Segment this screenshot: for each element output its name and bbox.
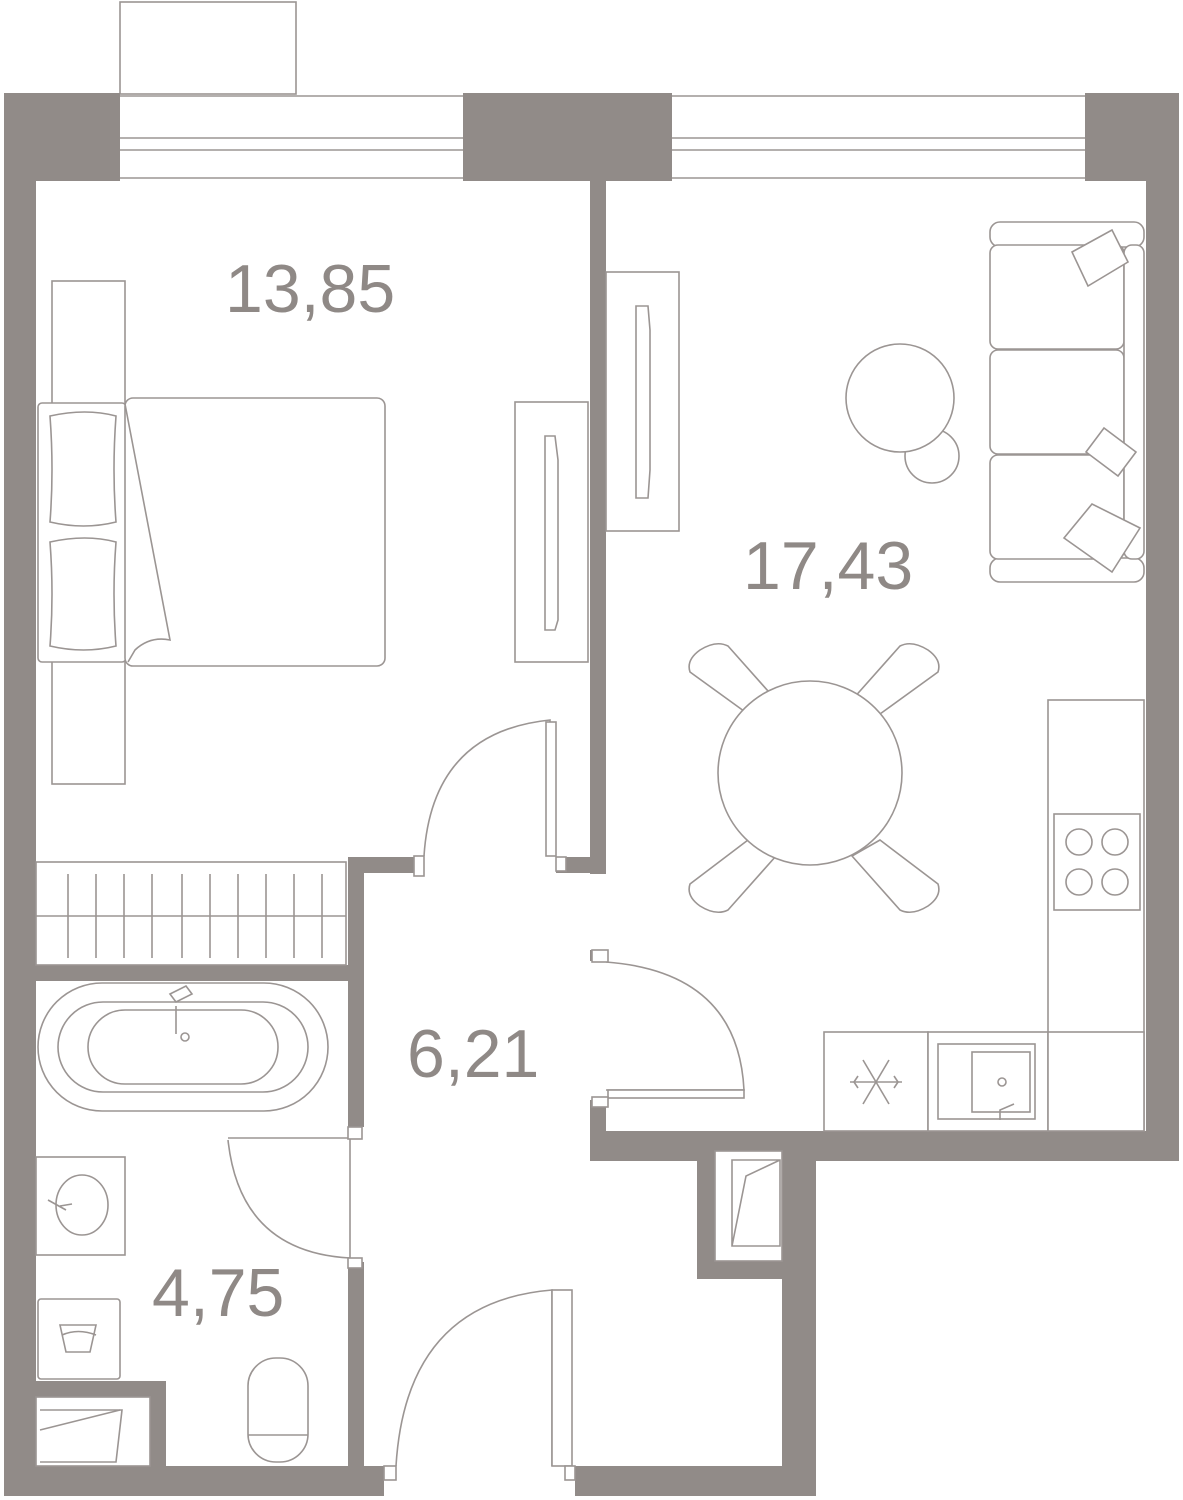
coffee-table — [845, 343, 955, 453]
wall-top-middle — [463, 93, 672, 181]
utility-shaft — [714, 1150, 783, 1262]
tv-living — [635, 305, 651, 499]
wall-closet-bath — [36, 965, 348, 981]
cushion-3 — [1062, 502, 1142, 574]
living-area-label: 17,43 — [743, 528, 913, 604]
doors — [227, 719, 745, 1481]
wall-outer-right — [1146, 93, 1179, 1161]
dining-chairs — [688, 642, 940, 914]
blanket-fold — [124, 403, 172, 663]
wall-bath-shaft-top — [36, 1381, 166, 1397]
wall-bedroom-bottom — [348, 857, 416, 873]
washing-machine — [37, 1298, 121, 1380]
stove — [1053, 813, 1141, 911]
wall-partition-kitchen — [590, 1100, 606, 1161]
cushion-2 — [1084, 426, 1138, 478]
tv-bedroom — [544, 435, 559, 631]
wardrobe-bedroom — [514, 401, 589, 663]
pillow-bottom — [49, 537, 117, 651]
door-bedroom — [423, 719, 551, 857]
wall-bedroom-bottom-right — [556, 857, 606, 873]
closet — [35, 861, 347, 966]
toilet — [247, 1357, 309, 1463]
window-living — [672, 95, 1085, 179]
bathroom-area-label: 4,75 — [152, 1255, 284, 1331]
window-bedroom — [120, 95, 463, 179]
balcony — [119, 1, 297, 95]
wall-shaft-top — [697, 1131, 816, 1151]
wall-shaft-left — [697, 1131, 715, 1279]
door-bathroom — [227, 1137, 351, 1259]
closet-hangers — [36, 874, 346, 958]
tv-cabinet — [605, 271, 680, 532]
bed — [124, 397, 386, 667]
door-living — [605, 961, 745, 1091]
wall-partition-vertical — [590, 181, 606, 874]
counter-corner — [1047, 1031, 1145, 1132]
walls — [4, 93, 1179, 1496]
door-entrance — [395, 1289, 553, 1467]
wall-shaft-bottom — [697, 1261, 816, 1279]
wall-bottom-entry — [575, 1466, 816, 1496]
wall-shaft-right — [782, 1131, 816, 1496]
sofa — [989, 221, 1145, 583]
wall-outer-left — [4, 93, 36, 1496]
bathtub — [37, 982, 329, 1112]
sink — [937, 1043, 1036, 1120]
wall-bath-hall — [348, 857, 364, 1127]
washbasin — [35, 1156, 126, 1256]
pillow-top — [49, 411, 117, 527]
bath-faucet — [168, 984, 194, 1034]
kitchen — [823, 699, 1145, 1132]
bedroom-furniture — [35, 280, 589, 966]
bedroom-area-label: 13,85 — [225, 251, 395, 327]
cushion-1 — [1070, 228, 1130, 288]
shaft-bath — [35, 1396, 151, 1467]
snowflake-icon — [850, 1059, 902, 1105]
wall-bath-shaft-right — [150, 1381, 166, 1471]
bathroom-fixtures — [35, 982, 329, 1467]
wall-bath-hall-lower — [348, 1262, 364, 1466]
wall-bottom-left — [4, 1466, 384, 1496]
dining-table — [717, 680, 903, 866]
living-furniture — [605, 221, 1145, 914]
wall-bottom-right — [590, 1131, 1179, 1161]
wall-top-left — [4, 93, 120, 181]
hallway-area-label: 6,21 — [407, 1016, 539, 1092]
